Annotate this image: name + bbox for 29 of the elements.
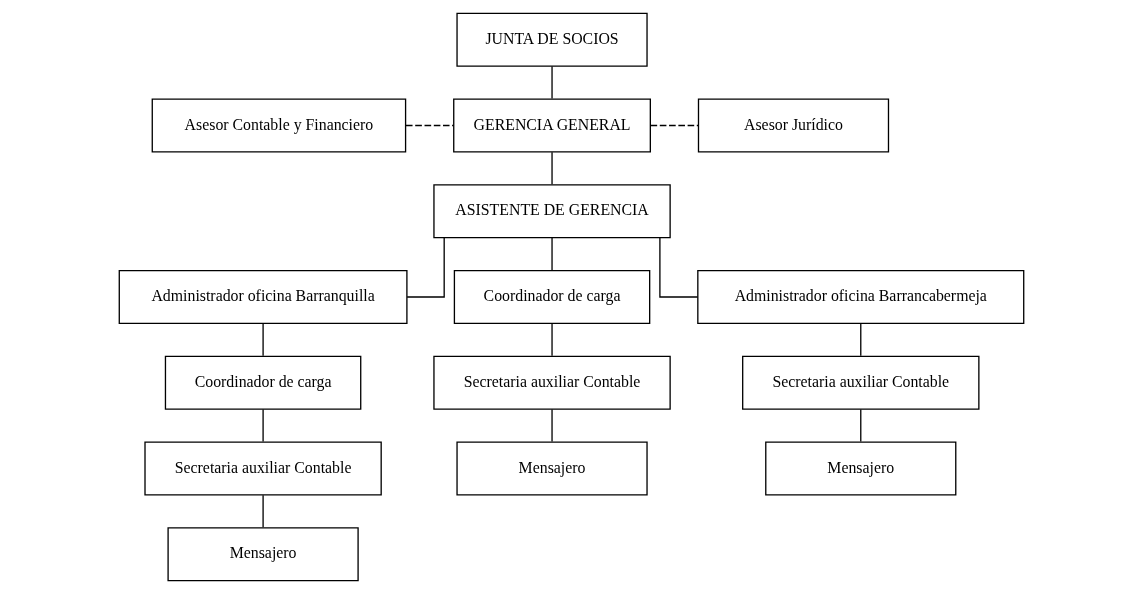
connector [659,237,699,298]
connector [551,151,553,185]
node-box: Secretaria auxiliar Contable [144,441,382,496]
connector [405,124,455,127]
connector [860,323,862,357]
node-box: Coordinador de carga [453,269,651,325]
node-box: Asesor Contable y Financiero [151,98,407,153]
node-box: Secretaria auxiliar Contable [433,355,671,410]
connector [262,494,264,528]
node-box: JUNTA DE SOCIOS [456,12,648,67]
node-box: Mensajero [456,441,648,496]
node-box: Asesor Jurídico [697,98,890,153]
node-box: Secretaria auxiliar Contable [742,355,980,410]
connector [551,408,553,443]
node-box: Coordinador de carga [164,355,362,410]
node-box: GERENCIA GENERAL [453,98,651,153]
node-box: Mensajero [765,441,957,496]
connector [551,323,553,357]
connector [262,323,264,357]
connector [551,237,553,271]
connector [860,408,862,443]
connector [649,124,700,127]
connector [551,65,553,100]
node-box: ASISTENTE DE GERENCIA [433,184,671,239]
connector [262,408,264,443]
node-box: Administrador oficina Barrancabermeja [697,269,1025,325]
connector [406,237,445,298]
node-box: Mensajero [167,527,359,582]
node-box: Administrador oficina Barranquilla [118,269,408,325]
